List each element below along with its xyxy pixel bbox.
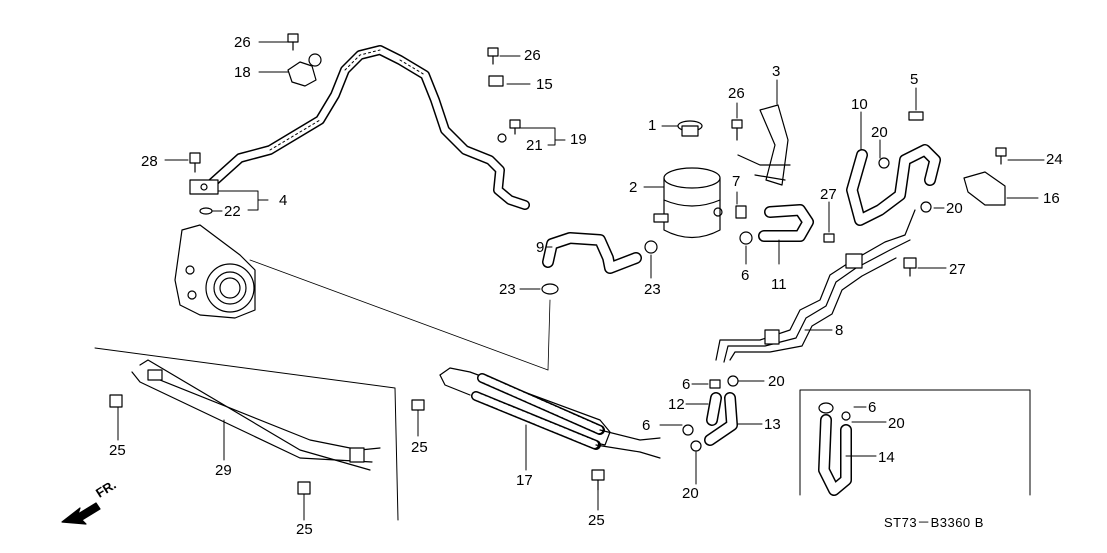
power-steering-pump (174, 224, 256, 319)
callout-25: 25 (411, 439, 428, 456)
clamp-6a (739, 231, 753, 245)
callout-20: 20 (946, 200, 963, 217)
callout-11: 11 (771, 276, 787, 293)
clamp-18 (287, 53, 322, 87)
leader-lines (117, 41, 1045, 521)
callout-26: 26 (234, 34, 251, 51)
bolt-25a (109, 394, 123, 408)
callout-15: 15 (536, 76, 553, 93)
washer-21 (497, 133, 507, 143)
clamp-20e (841, 411, 851, 421)
callout-2: 2 (629, 179, 638, 196)
clamp-20b (920, 201, 932, 213)
hose-10 (846, 144, 941, 226)
clamp-7 (735, 205, 747, 219)
callout-20: 20 (768, 373, 785, 390)
callout-20: 20 (871, 124, 888, 141)
bolt-26b (487, 47, 499, 65)
bolt-24 (995, 147, 1007, 165)
callout-6: 6 (642, 417, 651, 434)
hose-12 (706, 392, 722, 426)
hose-13 (704, 392, 738, 446)
callout-6: 6 (868, 399, 877, 416)
inset-frame (799, 389, 1031, 496)
bolt-27b (903, 257, 917, 277)
bolt-25b (411, 399, 425, 411)
callout-22: 22 (224, 203, 241, 220)
reservoir-cap (677, 120, 703, 137)
bolt-19 (509, 119, 521, 135)
callout-25: 25 (109, 442, 126, 459)
bolt-28 (189, 152, 201, 173)
diagram-code: ST73－B3360 B (884, 515, 984, 530)
clamp-23a (644, 240, 658, 254)
front-direction-arrow-icon (61, 502, 101, 525)
clamp-6b (709, 379, 721, 389)
callout-17: 17 (516, 472, 533, 489)
callout-12: 12 (668, 396, 685, 413)
hose-14 (818, 414, 852, 496)
callout-25: 25 (296, 521, 313, 538)
clamp-20d (690, 440, 702, 452)
callout-20: 20 (682, 485, 699, 502)
callout-6: 6 (682, 376, 691, 393)
clamp-6c (682, 424, 694, 436)
callout-14: 14 (878, 449, 895, 466)
callout-10: 10 (851, 96, 868, 113)
bolt-25c (591, 469, 605, 491)
callout-21: 21 (526, 137, 543, 154)
return-pipe-8 (715, 209, 916, 363)
callout-29: 29 (215, 462, 232, 479)
bolt-25d (297, 481, 311, 495)
fitting-5 (908, 111, 924, 121)
callout-20: 20 (888, 415, 905, 432)
clamp-23b (541, 283, 559, 295)
oil-cooler-17 (439, 367, 661, 459)
bracket-16 (963, 171, 1006, 206)
callout-25: 25 (588, 512, 605, 529)
reservoir-tank (653, 167, 723, 239)
callout-23: 23 (499, 281, 516, 298)
bolt-26a (287, 33, 299, 51)
bracket-3 (737, 104, 791, 186)
callout-6: 6 (741, 267, 750, 284)
callout-27: 27 (949, 261, 966, 278)
callout-5: 5 (910, 71, 919, 88)
high-pressure-hose (189, 45, 530, 210)
bolt-26c (731, 119, 743, 141)
callout-18: 18 (234, 64, 251, 81)
callout-1: 1 (648, 117, 657, 134)
callout-16: 16 (1043, 190, 1060, 207)
bolt-27a (823, 233, 835, 243)
callout-23: 23 (644, 281, 661, 298)
clamp-6d (818, 402, 834, 414)
callout-13: 13 (764, 416, 781, 433)
hose-9 (542, 232, 642, 274)
pipe-29 (94, 347, 399, 521)
callout-24: 24 (1046, 151, 1063, 168)
callout-4: 4 (279, 192, 288, 209)
clip-15 (488, 75, 504, 87)
clamp-20c (727, 375, 739, 387)
callout-27: 27 (820, 186, 837, 203)
clamp-20a (878, 157, 890, 169)
callout-7: 7 (732, 173, 741, 190)
callout-26: 26 (524, 47, 541, 64)
callout-19: 19 (570, 131, 587, 148)
callout-26: 26 (728, 85, 745, 102)
hose-11 (758, 204, 814, 242)
callout-28: 28 (141, 153, 158, 170)
callout-3: 3 (772, 63, 781, 80)
callout-8: 8 (835, 322, 844, 339)
washer-22 (199, 207, 213, 215)
callout-9: 9 (536, 239, 545, 256)
